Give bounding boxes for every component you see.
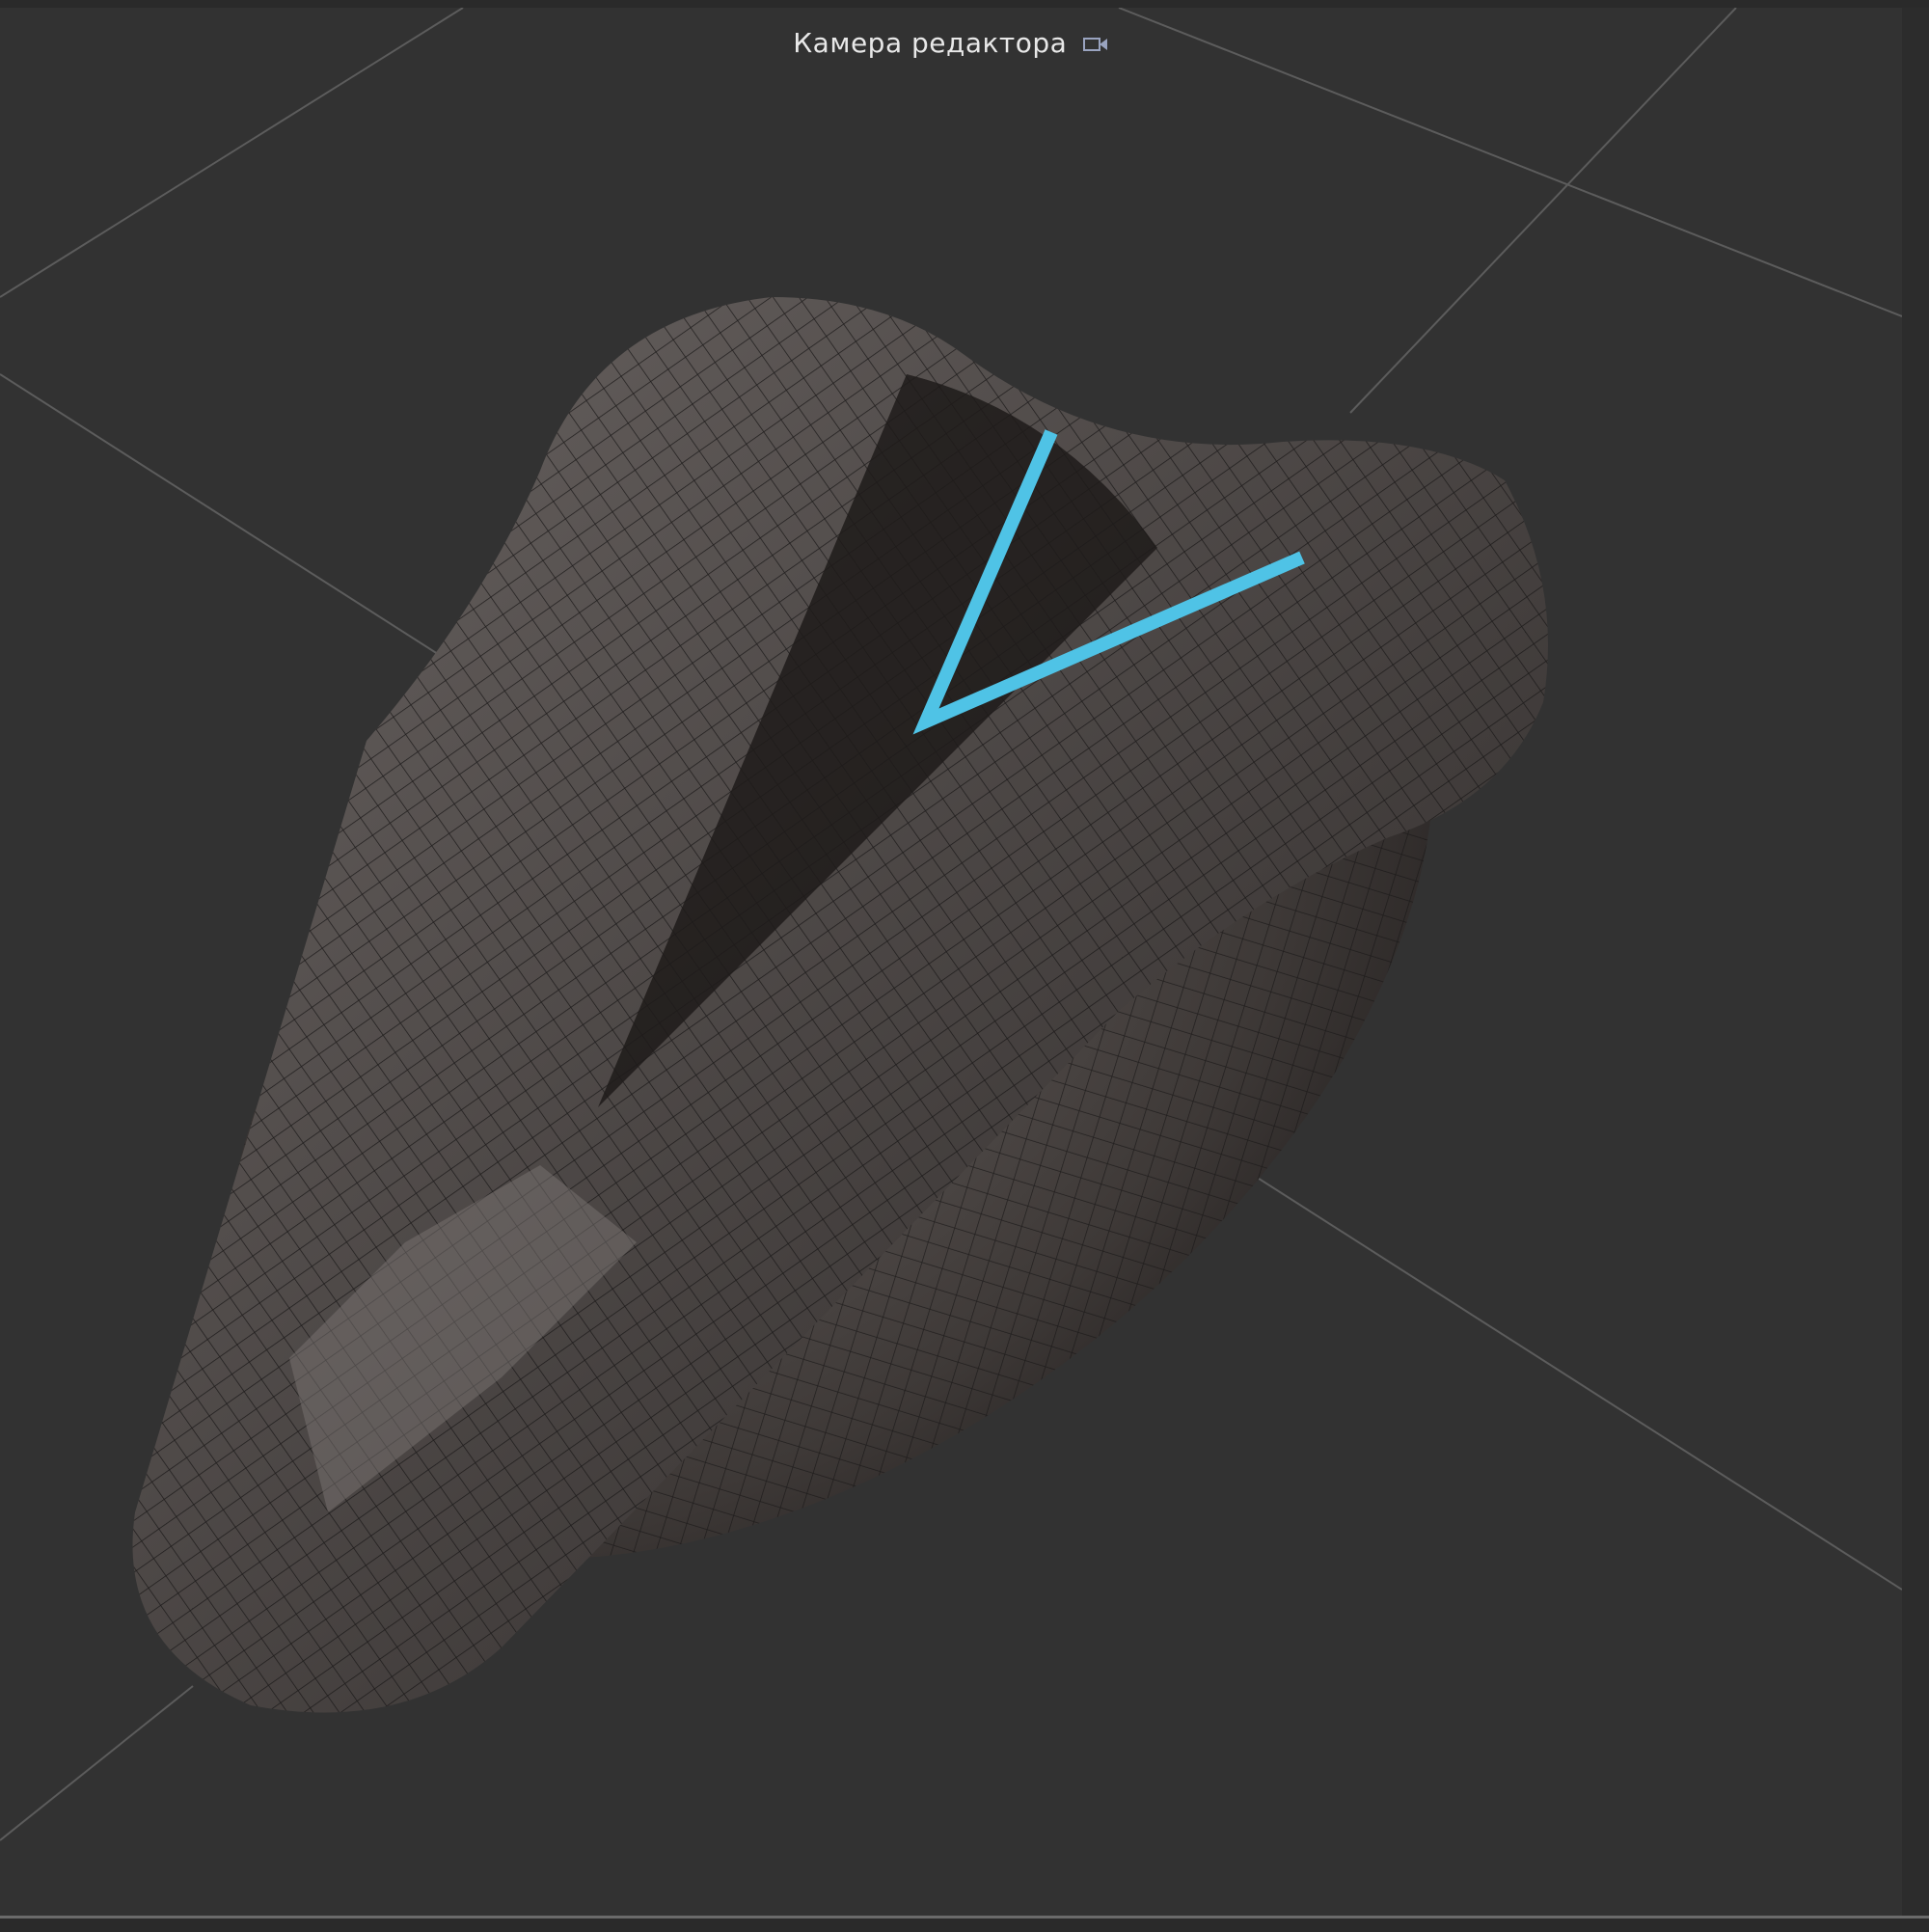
scene-render [0,8,1902,1841]
camera-label: Камера редактора [0,27,1902,61]
spaceship-model [132,297,1548,1713]
camera-label-text: Камера редактора [793,27,1068,59]
viewport-bottom-border [0,1916,1929,1932]
camera-icon[interactable] [1082,29,1109,61]
viewport-right-border [1902,8,1929,1916]
3d-viewport[interactable]: Камера редактора [0,8,1902,1919]
